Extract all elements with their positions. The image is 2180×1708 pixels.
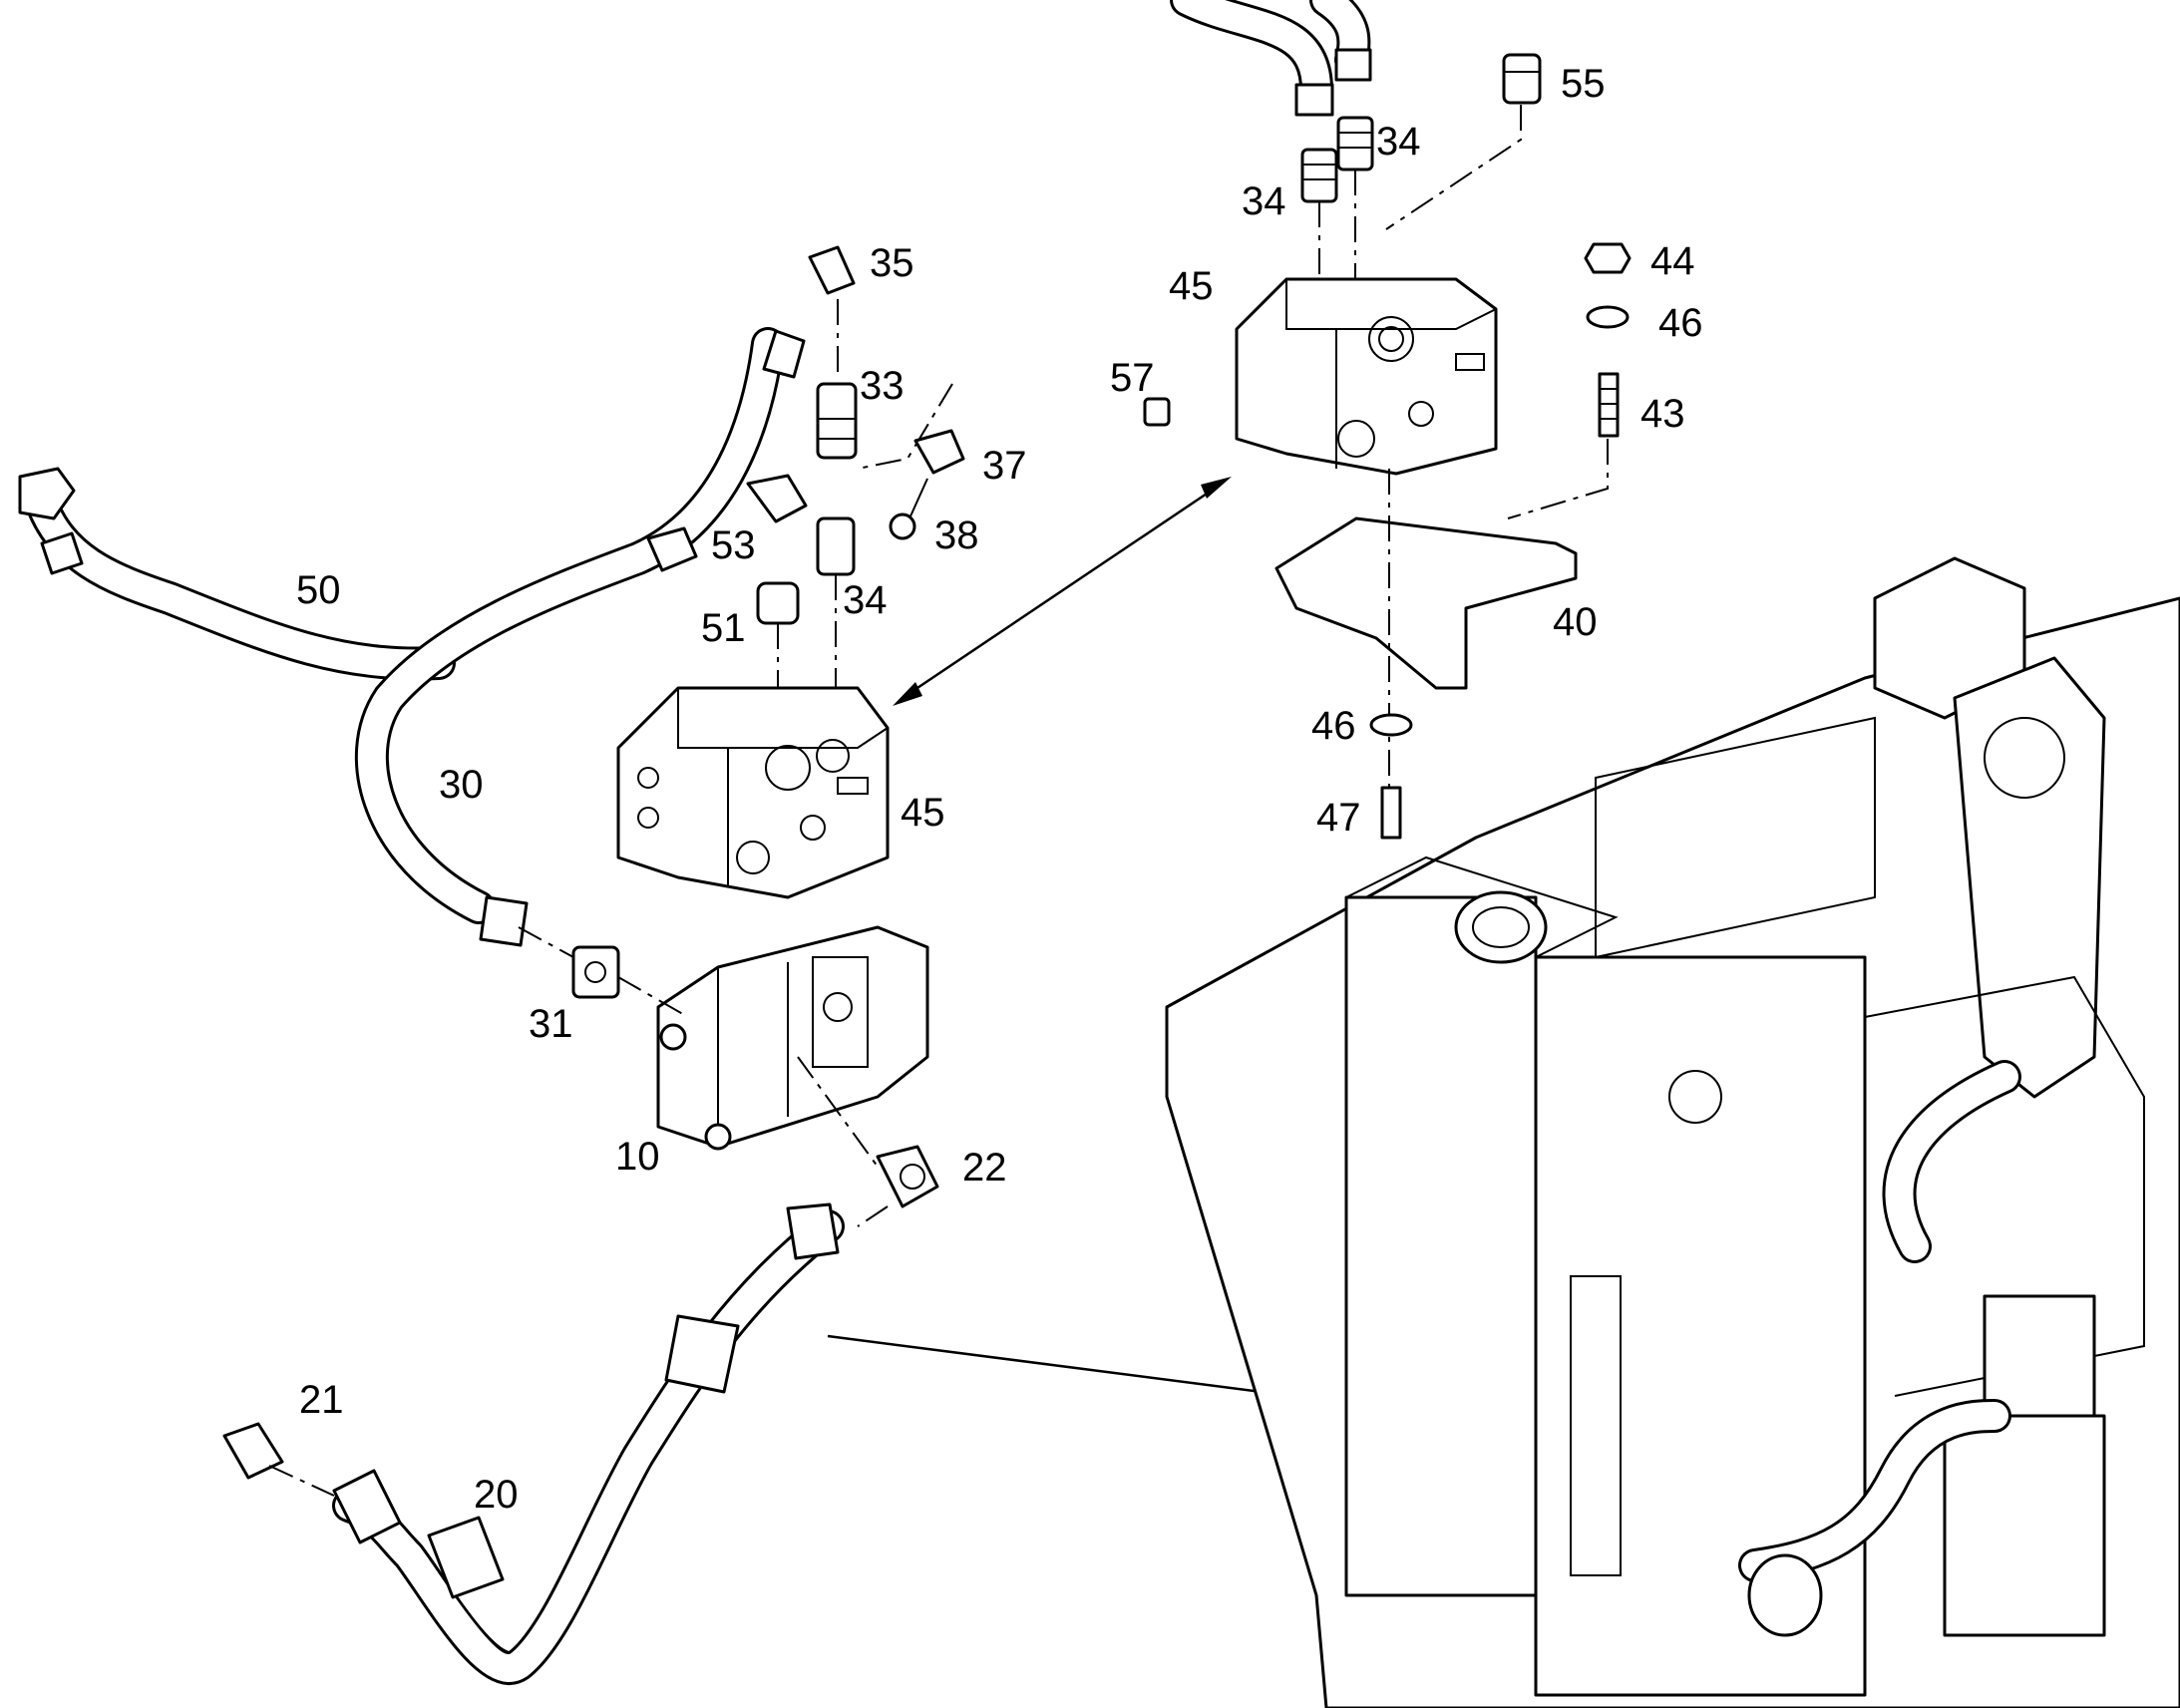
callout-38: 38 [934, 513, 979, 557]
hose-50 [18, 467, 456, 681]
bolt-stack [1584, 242, 1632, 438]
callout-47: 47 [1316, 796, 1361, 840]
pump-10 [656, 925, 929, 1151]
callout-21: 21 [299, 1378, 344, 1422]
callout-50: 50 [296, 568, 341, 612]
callout-46-lower: 46 [1311, 704, 1356, 748]
hose-20 [332, 1202, 845, 1685]
callout-20: 20 [474, 1473, 519, 1517]
callout-34-mid: 34 [843, 578, 888, 622]
flange-31 [571, 945, 620, 999]
callout-33: 33 [860, 364, 905, 408]
fitting-57 [1143, 397, 1171, 427]
callout-46-upper: 46 [1658, 301, 1703, 345]
callout-45-lower: 45 [901, 791, 945, 835]
callout-30: 30 [439, 763, 484, 807]
bracket-40 [1274, 516, 1578, 690]
callout-10: 10 [615, 1135, 660, 1179]
callout-34-top-right: 34 [1376, 120, 1421, 164]
hose-30 [354, 327, 806, 947]
callout-22: 22 [962, 1146, 1007, 1190]
machine-frame [1165, 556, 2180, 1708]
left-fittings [746, 245, 965, 728]
callout-45-upper: 45 [1169, 264, 1214, 308]
callout-35: 35 [870, 241, 914, 285]
callout-37: 37 [982, 444, 1027, 488]
callout-40: 40 [1553, 600, 1598, 644]
callout-53: 53 [711, 523, 756, 567]
hose-upper-pair [1170, 0, 1372, 117]
callout-57: 57 [1110, 356, 1155, 400]
callout-31: 31 [529, 1002, 573, 1046]
upper-valve-block [1235, 277, 1498, 476]
lower-valve-block [616, 686, 890, 899]
upper-fittings [1300, 53, 1542, 203]
callout-34-top-left: 34 [1242, 179, 1286, 223]
fitting-21 [222, 1422, 335, 1497]
callout-44: 44 [1650, 239, 1695, 283]
callout-55: 55 [1561, 62, 1606, 106]
callout-51: 51 [701, 606, 746, 650]
callout-43: 43 [1640, 392, 1685, 436]
flange-22 [876, 1145, 939, 1208]
